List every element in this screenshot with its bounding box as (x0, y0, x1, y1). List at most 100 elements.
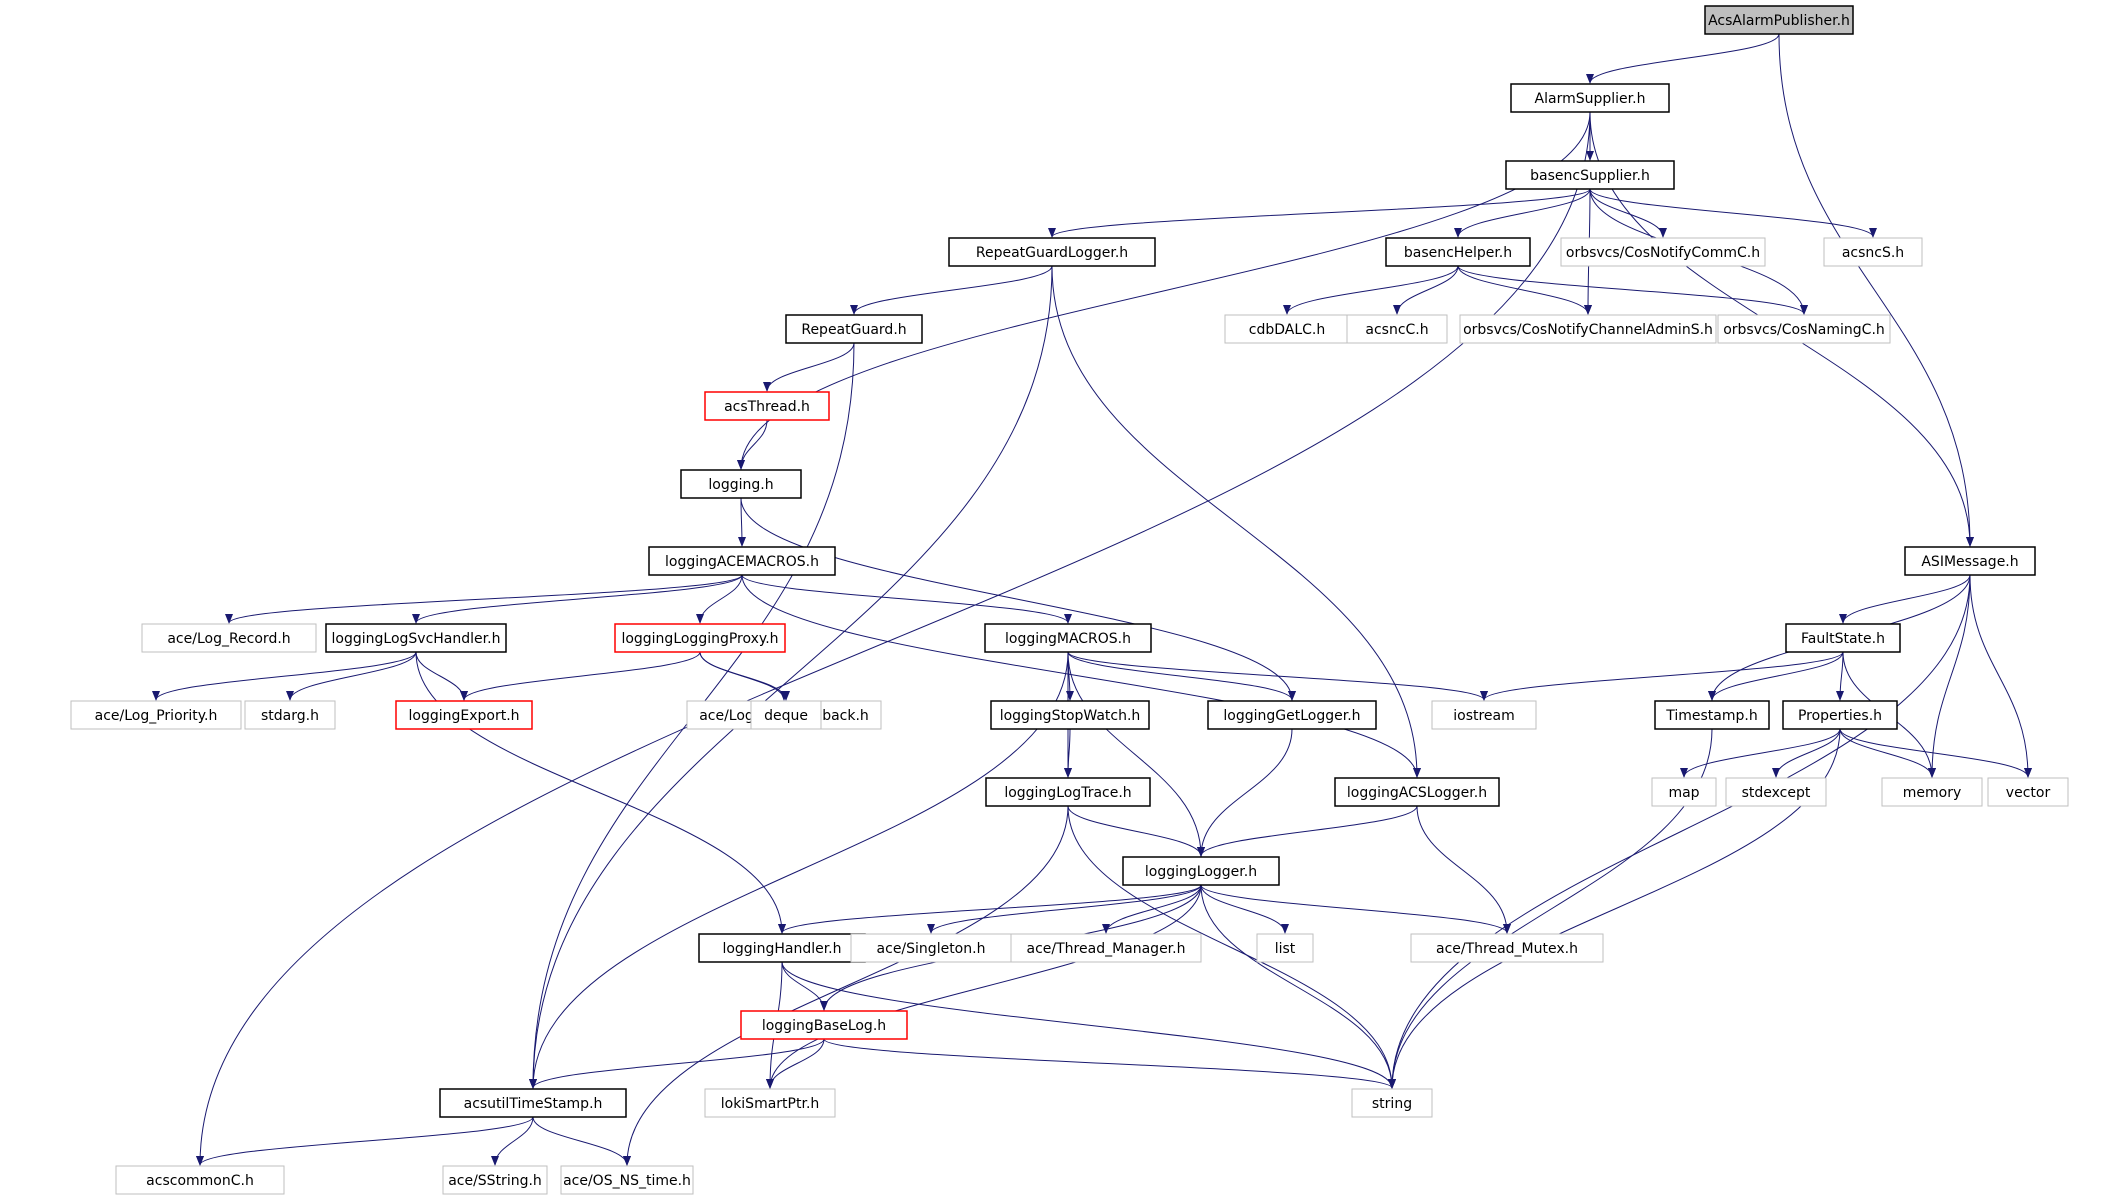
node-box-mutex[interactable] (1410, 933, 1604, 963)
node-box-memory[interactable] (1881, 777, 1983, 807)
node-bhelper[interactable]: basencHelper.h (1385, 237, 1531, 267)
node-list[interactable]: list (1256, 933, 1314, 963)
node-box-acscommon[interactable] (115, 1165, 285, 1195)
node-naming[interactable]: orbsvcs/CosNamingC.h (1717, 314, 1891, 344)
node-lproxy[interactable]: loggingLoggingProxy.h (614, 623, 786, 653)
node-box-lacs[interactable] (1334, 777, 1500, 807)
node-stdarg[interactable]: stdarg.h (244, 700, 336, 730)
node-props[interactable]: Properties.h (1782, 700, 1898, 730)
node-box-threadmgr[interactable] (1010, 933, 1202, 963)
node-box-naming[interactable] (1717, 314, 1891, 344)
node-acsncs[interactable]: acsncS.h (1823, 237, 1923, 267)
node-cdbdalc[interactable]: cdbDALC.h (1224, 314, 1350, 344)
node-box-map[interactable] (1651, 777, 1717, 807)
node-box-logprio[interactable] (70, 700, 242, 730)
node-box-iostream[interactable] (1431, 700, 1537, 730)
node-lbase[interactable]: loggingBaseLog.h (740, 1010, 908, 1040)
node-box-llogger[interactable] (1122, 856, 1280, 886)
node-fault[interactable]: FaultState.h (1785, 623, 1901, 653)
node-box-ltrace[interactable] (985, 777, 1151, 807)
node-box-acsncc[interactable] (1346, 314, 1448, 344)
node-logrec[interactable]: ace/Log_Record.h (141, 623, 317, 653)
node-box-lsvc[interactable] (325, 623, 507, 653)
node-stdexc[interactable]: stdexcept (1725, 777, 1827, 807)
node-box-timestamp[interactable] (1654, 700, 1770, 730)
node-box-logging[interactable] (680, 469, 802, 499)
edge-lbase-to-tstamp (529, 1038, 825, 1089)
node-label-string: string (1372, 1096, 1412, 1112)
node-lexport[interactable]: loggingExport.h (395, 700, 533, 730)
node-box-lbase[interactable] (740, 1010, 908, 1040)
node-box-lacem[interactable] (648, 546, 836, 576)
node-box-root[interactable] (1704, 5, 1854, 35)
node-box-lmacros[interactable] (984, 623, 1152, 653)
node-rgl[interactable]: RepeatGuardLogger.h (948, 237, 1156, 267)
node-lmacros[interactable]: loggingMACROS.h (984, 623, 1152, 653)
node-box-acsncs[interactable] (1823, 237, 1923, 267)
node-box-list[interactable] (1256, 933, 1314, 963)
node-box-stdexc[interactable] (1725, 777, 1827, 807)
node-box-lproxy[interactable] (614, 623, 786, 653)
node-sstring[interactable]: ace/SString.h (442, 1165, 548, 1195)
node-box-alarm[interactable] (1510, 83, 1670, 113)
node-box-chadmin[interactable] (1459, 314, 1717, 344)
node-box-fault[interactable] (1785, 623, 1901, 653)
node-box-cdbdalc[interactable] (1224, 314, 1350, 344)
node-tstamp[interactable]: acsutilTimeStamp.h (439, 1088, 627, 1118)
node-box-string[interactable] (1351, 1088, 1433, 1118)
node-nstime[interactable]: ace/OS_NS_time.h (560, 1165, 694, 1195)
node-chadmin[interactable]: orbsvcs/CosNotifyChannelAdminS.h (1459, 314, 1717, 344)
node-mutex[interactable]: ace/Thread_Mutex.h (1410, 933, 1604, 963)
node-box-bhelper[interactable] (1385, 237, 1531, 267)
node-logging[interactable]: logging.h (680, 469, 802, 499)
node-commc[interactable]: orbsvcs/CosNotifyCommC.h (1560, 237, 1766, 267)
node-timestamp[interactable]: Timestamp.h (1654, 700, 1770, 730)
node-acsthread[interactable]: acsThread.h (704, 391, 830, 421)
node-box-loki[interactable] (704, 1088, 836, 1118)
node-lsvc[interactable]: loggingLogSvcHandler.h (325, 623, 507, 653)
node-iostream[interactable]: iostream (1431, 700, 1537, 730)
node-lacem[interactable]: loggingACEMACROS.h (648, 546, 836, 576)
node-box-props[interactable] (1782, 700, 1898, 730)
node-box-lstop[interactable] (990, 700, 1150, 730)
node-box-rg[interactable] (785, 314, 923, 344)
node-asimsg[interactable]: ASIMessage.h (1904, 546, 2036, 576)
node-box-basenc[interactable] (1505, 160, 1675, 190)
node-box-lget[interactable] (1207, 700, 1377, 730)
node-box-rgl[interactable] (948, 237, 1156, 267)
node-lacs[interactable]: loggingACSLogger.h (1334, 777, 1500, 807)
node-box-nstime[interactable] (560, 1165, 694, 1195)
node-basenc[interactable]: basencSupplier.h (1505, 160, 1675, 190)
node-loki[interactable]: lokiSmartPtr.h (704, 1088, 836, 1118)
node-rg[interactable]: RepeatGuard.h (785, 314, 923, 344)
node-box-vector[interactable] (1987, 777, 2069, 807)
node-box-deque[interactable] (750, 700, 822, 730)
node-singleton[interactable]: ace/Singleton.h (850, 933, 1012, 963)
node-lstop[interactable]: loggingStopWatch.h (990, 700, 1150, 730)
node-ltrace[interactable]: loggingLogTrace.h (985, 777, 1151, 807)
node-box-stdarg[interactable] (244, 700, 336, 730)
node-acsncc[interactable]: acsncC.h (1346, 314, 1448, 344)
node-alarm[interactable]: AlarmSupplier.h (1510, 83, 1670, 113)
node-vector[interactable]: vector (1987, 777, 2069, 807)
node-root[interactable]: AcsAlarmPublisher.h (1704, 5, 1854, 35)
node-llogger[interactable]: loggingLogger.h (1122, 856, 1280, 886)
node-box-commc[interactable] (1560, 237, 1766, 267)
node-box-acsthread[interactable] (704, 391, 830, 421)
node-box-logrec[interactable] (141, 623, 317, 653)
node-logprio[interactable]: ace/Log_Priority.h (70, 700, 242, 730)
node-lget[interactable]: loggingGetLogger.h (1207, 700, 1377, 730)
node-threadmgr[interactable]: ace/Thread_Manager.h (1010, 933, 1202, 963)
node-lhandler[interactable]: loggingHandler.h (698, 933, 866, 963)
node-memory[interactable]: memory (1881, 777, 1983, 807)
node-box-lhandler[interactable] (698, 933, 866, 963)
node-box-sstring[interactable] (442, 1165, 548, 1195)
edge-lacem-to-lsvc (412, 574, 743, 624)
node-acscommon[interactable]: acscommonC.h (115, 1165, 285, 1195)
node-box-tstamp[interactable] (439, 1088, 627, 1118)
node-box-lexport[interactable] (395, 700, 533, 730)
node-deque[interactable]: deque (750, 700, 822, 730)
node-map[interactable]: map (1651, 777, 1717, 807)
node-string[interactable]: string (1351, 1088, 1433, 1118)
node-box-asimsg[interactable] (1904, 546, 2036, 576)
